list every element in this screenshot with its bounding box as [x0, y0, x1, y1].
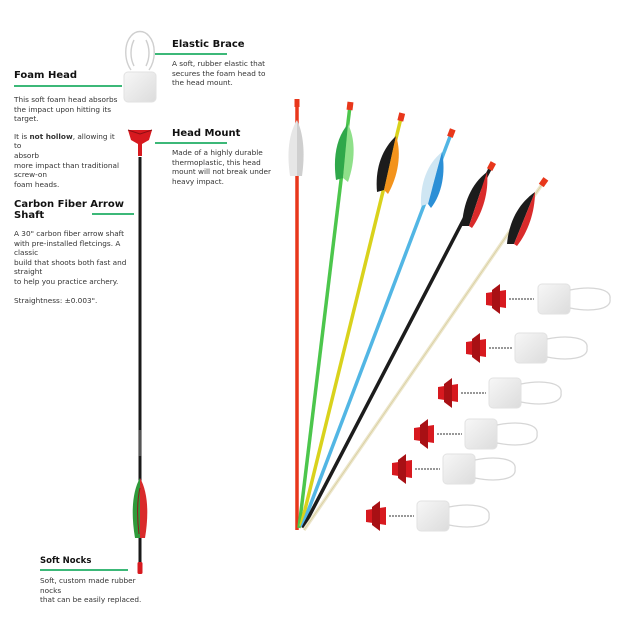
arrow-cream-icon [302, 177, 549, 531]
head-mount-rule [155, 142, 227, 144]
foam-head-desc-2-bold: not hollow [29, 131, 73, 141]
head-mount-title: Head Mount [172, 128, 241, 139]
foam-head-desc: This soft foam head absorbs the impact u… [14, 95, 118, 124]
foam-head-icon [123, 71, 157, 103]
shaft-desc: A 30" carbon fiber arrow shaft with pre-… [14, 229, 127, 286]
foam-head-rule [14, 85, 122, 87]
elastic-brace-icon [125, 30, 155, 71]
shaft-label: Carbon Fiber Arrow Shaft A 30" carbon fi… [14, 199, 139, 305]
elastic-brace-title: Elastic Brace [172, 39, 245, 50]
head-set-6-icon [366, 500, 490, 532]
arrow-green-icon [297, 101, 354, 529]
head-set-1-icon [486, 283, 611, 315]
shaft-rule [92, 213, 134, 215]
arrow-yellow-icon [299, 112, 406, 527]
shaft-straightness: Straightness: ±0.003". [14, 295, 98, 305]
arrow-blue-icon [300, 128, 456, 528]
foam-head-desc-2: It is not hollow, allowing it to absorb … [14, 132, 124, 190]
foam-head-title: Foam Head [14, 70, 78, 81]
nocks-rule [40, 569, 128, 571]
head-mount-label: Head Mount Made of a highly durable ther… [172, 128, 282, 186]
head-set-2-icon [466, 332, 588, 364]
foam-head-label: Foam Head This soft foam head absorbs th… [14, 70, 124, 189]
head-mount-icon [127, 129, 153, 156]
arrow-red-icon [288, 99, 304, 530]
elastic-brace-rule [155, 53, 227, 55]
arrow-black-icon [301, 161, 496, 529]
nocks-desc: Soft, custom made rubber nocks that can … [40, 576, 142, 605]
nock-icon [137, 562, 143, 574]
head-mount-desc: Made of a highly durable thermoplastic, … [172, 148, 271, 186]
elastic-brace-desc: A soft, rubber elastic that secures the … [172, 59, 266, 88]
shaft-title: Carbon Fiber Arrow Shaft [14, 199, 124, 221]
elastic-brace-label: Elastic Brace A soft, rubber elastic tha… [172, 39, 282, 88]
nocks-title: Soft Nocks [40, 556, 92, 566]
foam-head-desc-2-b: , allowing it to absorb more impact than… [14, 131, 120, 189]
head-set-5-icon [392, 453, 516, 485]
foam-head-desc-2-a: It is [14, 131, 30, 141]
head-set-3-icon [438, 377, 562, 409]
main-arrow-icon [132, 157, 148, 574]
head-set-4-icon [414, 418, 538, 450]
nocks-label: Soft Nocks Soft, custom made rubber nock… [40, 556, 150, 605]
